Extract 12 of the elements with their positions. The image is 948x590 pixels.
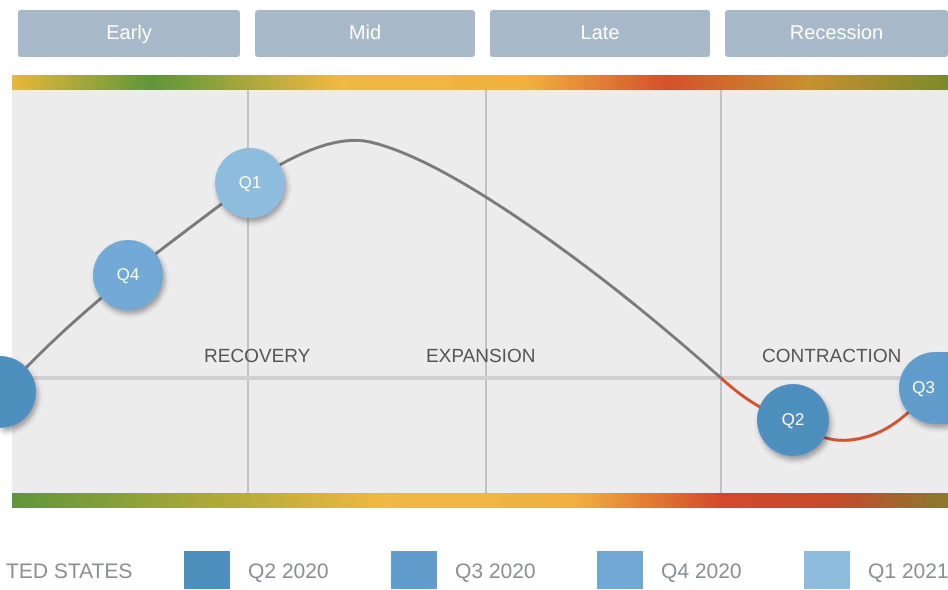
country-label: TED STATES <box>6 560 132 584</box>
legend-label: Q4 2020 <box>661 560 742 584</box>
phase-tab: Early <box>18 10 240 57</box>
phase-label: RECOVERY <box>204 346 310 368</box>
legend-label: Q3 2020 <box>455 560 536 584</box>
legend-label: Q1 2021 <box>868 560 948 584</box>
phase-tab: Mid <box>255 10 475 57</box>
phase-label: EXPANSION <box>426 346 536 368</box>
phase-label: CONTRACTION <box>762 346 902 368</box>
legend-label: Q2 2020 <box>248 560 329 584</box>
phase-tab: Recession <box>725 10 948 57</box>
phase-tab: Late <box>490 10 710 57</box>
